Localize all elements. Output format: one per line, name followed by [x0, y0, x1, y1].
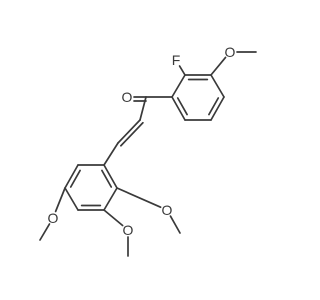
ring-b-bond-2 — [103, 187, 118, 211]
ring-a-bond-6 — [171, 96, 186, 121]
ring-b-double-bond-1 — [101, 169, 113, 188]
chemical-structure-diagram: F O O O O O — [39, 44, 257, 257]
ring-b-bond-1 — [103, 164, 118, 189]
bond-alpha-beta-double — [120, 121, 144, 147]
structure-canvas: F O O O O O — [39, 44, 257, 257]
ring-a-methoxy-oxygen-label: O — [225, 44, 236, 60]
ring-b-bottom-methoxy-oxygen-label: O — [123, 222, 134, 238]
bond-right-methoxy-oxygen-to-methyl — [169, 215, 181, 234]
bond-carbonyl-to-alpha-carbon — [139, 96, 147, 121]
bond-ring-b-to-right-methoxy-oxygen — [116, 187, 162, 209]
bond-ring-b-to-bottom-methoxy-oxygen — [103, 209, 124, 227]
bond-beta-carbon-to-ring-b — [103, 142, 119, 166]
ring-a-double-bond-3 — [176, 97, 188, 116]
ring-b-right-methoxy-oxygen-label: O — [162, 202, 173, 218]
ring-b-bond-4 — [64, 187, 79, 211]
fluorine-atom-label: F — [172, 52, 181, 68]
bond-ring-a-to-methoxy-oxygen — [210, 56, 227, 76]
ring-a-bond-1 — [171, 74, 186, 98]
bond-ring-b-to-left-methoxy-oxygen — [54, 187, 66, 213]
bond-c-f — [178, 65, 186, 76]
bond-left-methoxy-oxygen-to-methyl — [39, 223, 51, 241]
ring-a-bond-3 — [210, 74, 225, 98]
bond-alpha-to-beta-carbon — [117, 119, 141, 144]
ring-b-left-methoxy-oxygen-label: O — [48, 210, 59, 226]
ring-b-double-bond-3 — [69, 169, 81, 188]
ring-a-bond-4 — [210, 96, 225, 121]
ring-a-double-bond-2 — [208, 97, 220, 116]
ring-b-bond-5 — [64, 164, 79, 189]
carbonyl-oxygen-label: O — [122, 89, 133, 105]
